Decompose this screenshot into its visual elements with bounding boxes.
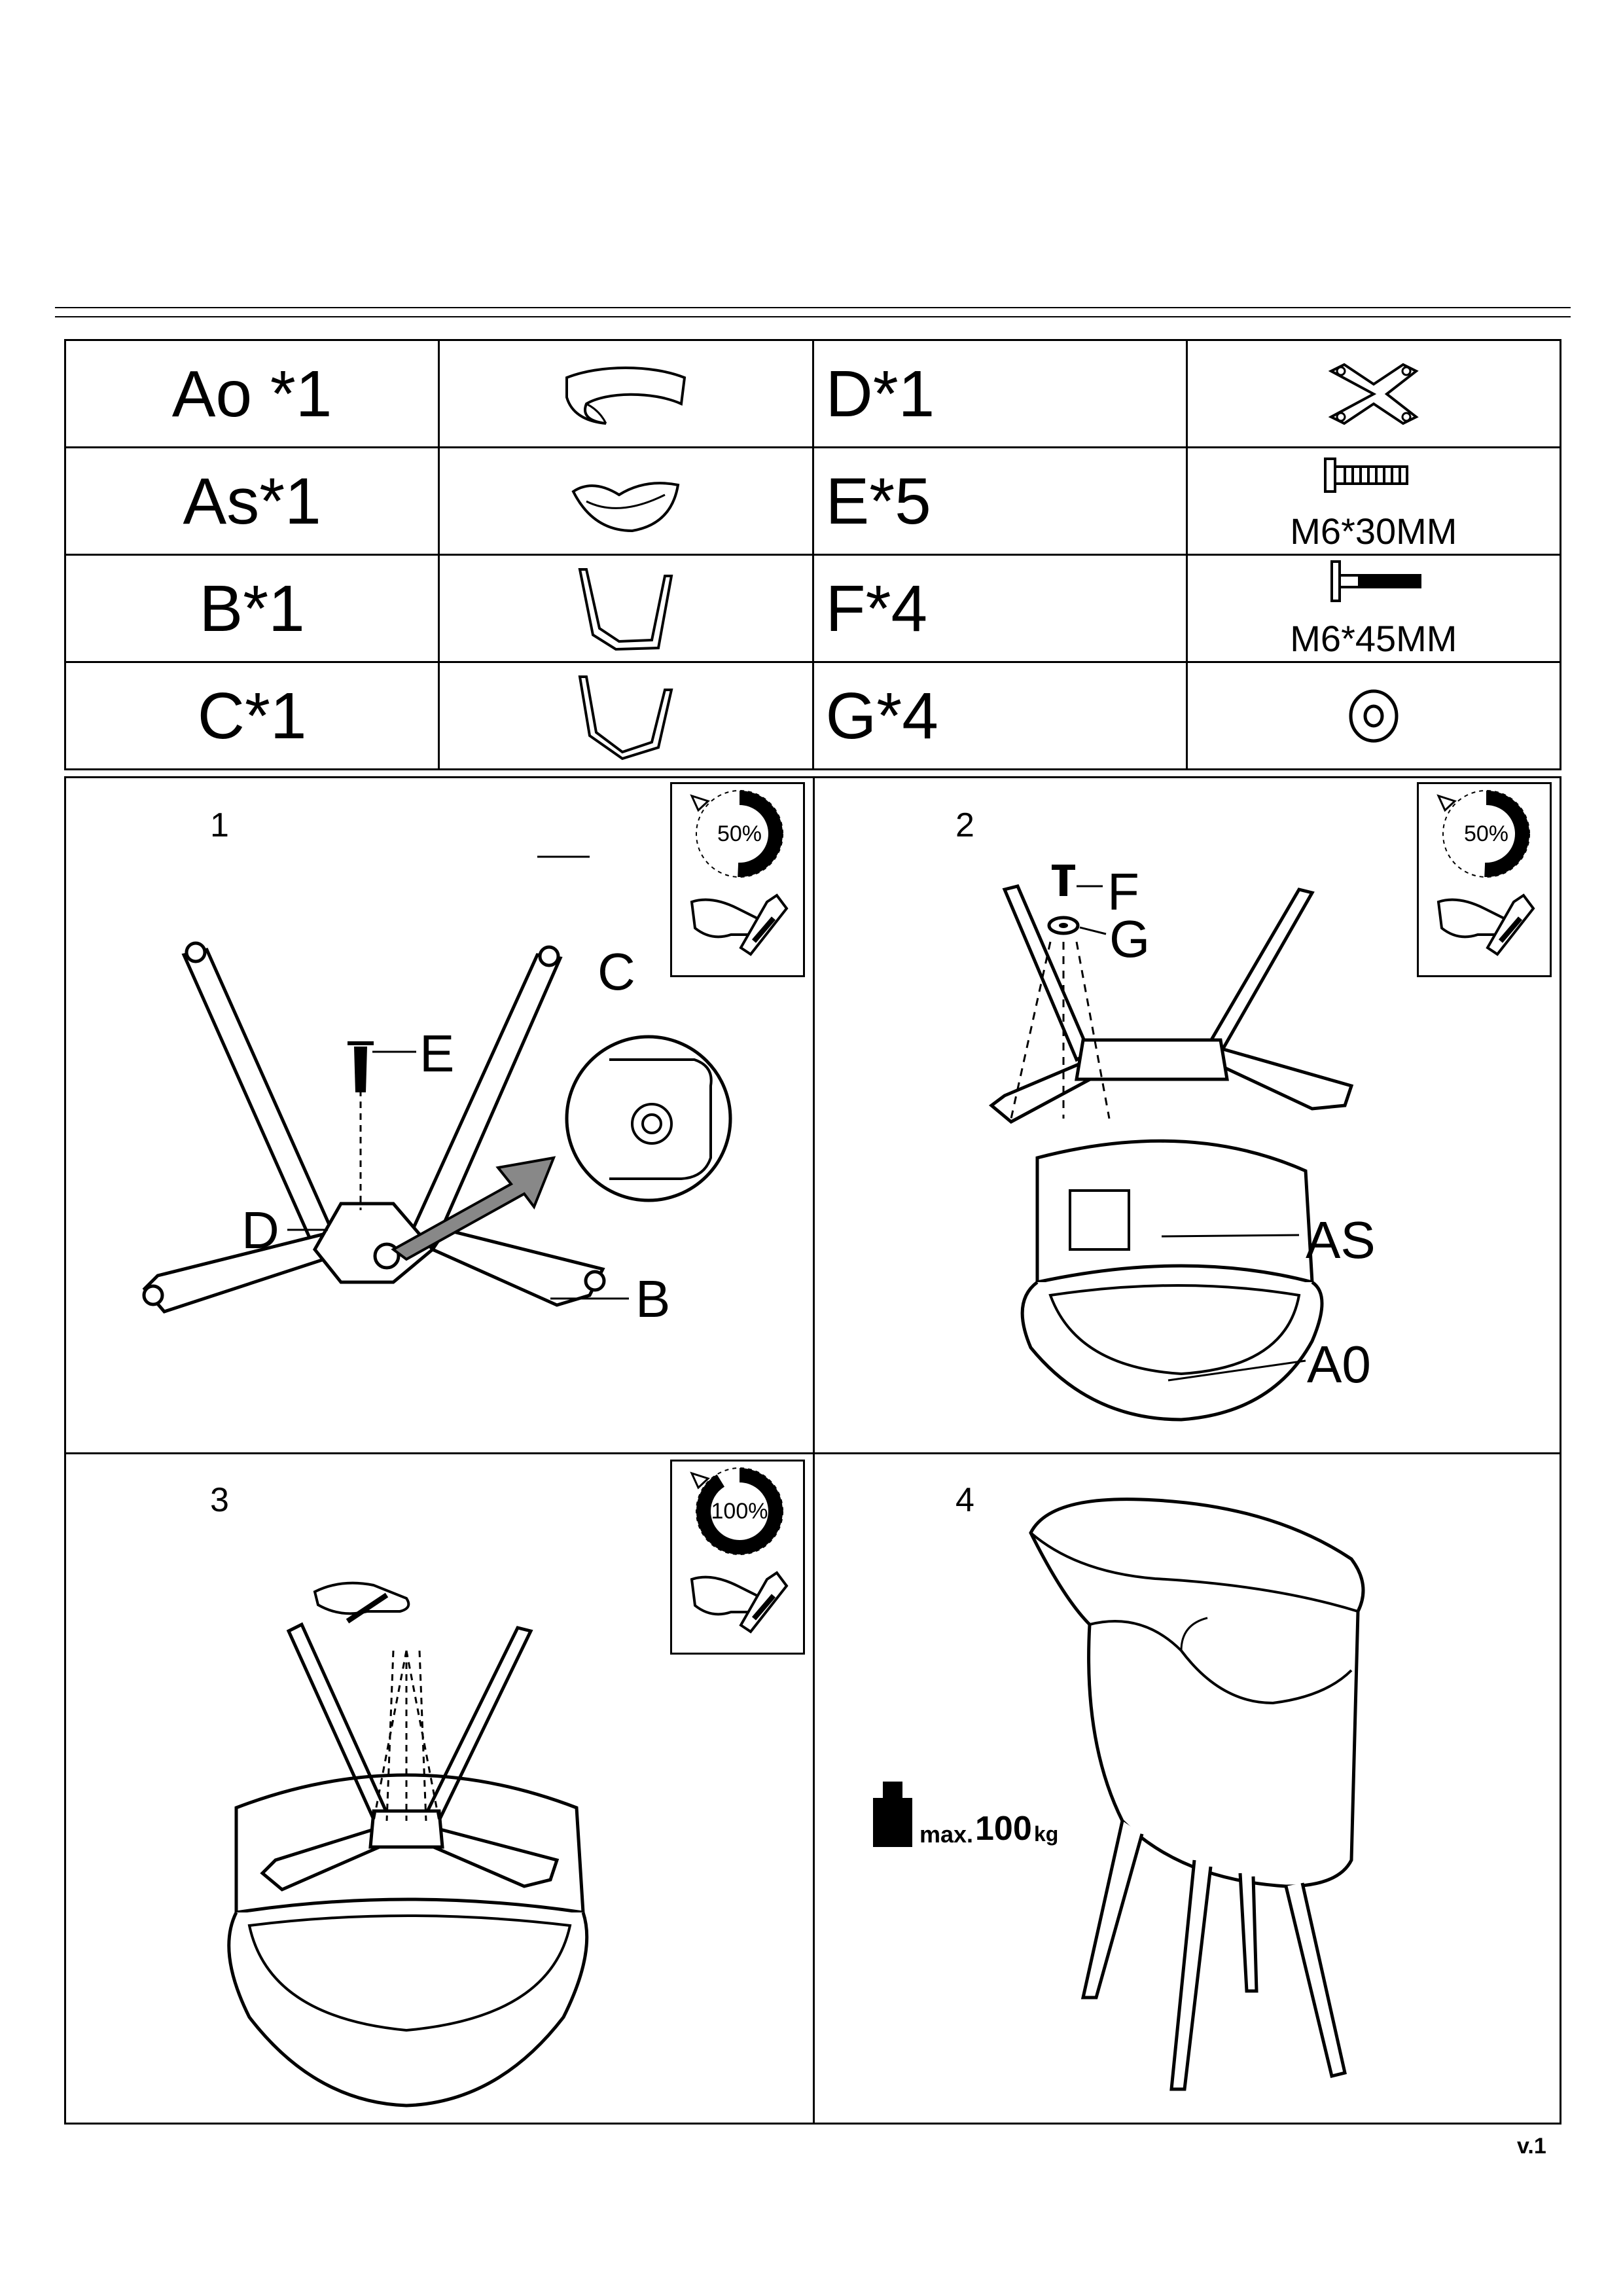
panel-divider-vertical xyxy=(813,778,815,2123)
step-number: 2 xyxy=(955,806,974,844)
step-3-tighten-illustration xyxy=(227,1581,589,2108)
callout-d: D xyxy=(241,1201,279,1259)
allen-key-hand-icon xyxy=(690,893,789,956)
part-image-cell xyxy=(1185,339,1562,448)
part-code-cell: F*4 xyxy=(812,554,1188,663)
part-spec-e: M6*30MM xyxy=(1290,511,1457,552)
leg-c-icon xyxy=(579,675,673,760)
leg-b-icon xyxy=(578,567,673,651)
max-unit: kg xyxy=(1034,1822,1059,1846)
allen-key-hand-icon xyxy=(690,1571,789,1634)
callout-g: G xyxy=(1109,910,1150,968)
backrest-icon xyxy=(565,366,687,425)
parts-row: C*1 G*4 xyxy=(63,661,1562,770)
part-code-cell: As*1 xyxy=(63,446,440,556)
tighten-percent: 50% xyxy=(717,821,762,846)
part-code-cell: Ao *1 xyxy=(63,339,440,448)
chair-assembled-illustration xyxy=(1029,1498,1365,2091)
part-image-cell xyxy=(438,661,814,770)
callout-c: C xyxy=(597,942,635,1001)
part-code-as: As*1 xyxy=(183,464,321,538)
parts-table: Ao *1 D*1 As*1 E*5 xyxy=(63,339,1562,770)
callout-a0: A0 xyxy=(1307,1335,1371,1393)
step-number: 1 xyxy=(210,806,229,844)
tighten-badge: 100% xyxy=(670,1460,805,1655)
step-1-base-illustration xyxy=(142,855,732,1314)
header-rule-bottom xyxy=(55,316,1571,317)
part-code-d: D*1 xyxy=(825,357,935,431)
step-panel-3: 3 100% xyxy=(66,1454,813,2128)
part-code-c: C*1 xyxy=(197,679,307,753)
part-code-ao: Ao *1 xyxy=(171,357,332,431)
callout-b: B xyxy=(635,1270,671,1328)
version-label: v.1 xyxy=(1517,2134,1546,2159)
part-spec-f: M6*45MM xyxy=(1290,618,1457,659)
tighten-percent: 50% xyxy=(1463,821,1509,846)
parts-row: B*1 F*4 M6*45MM xyxy=(63,554,1562,663)
part-code-f: F*4 xyxy=(825,571,928,645)
parts-row: Ao *1 D*1 xyxy=(63,339,1562,448)
part-code-g: G*4 xyxy=(825,679,938,753)
step-panel-2: 2 50% xyxy=(815,778,1561,1452)
part-code-b: B*1 xyxy=(199,571,305,645)
max-label: max. xyxy=(919,1821,974,1848)
step-number: 3 xyxy=(210,1481,229,1519)
tighten-percent: 100% xyxy=(711,1499,768,1524)
tighten-dial-icon xyxy=(690,790,783,878)
part-code-cell: G*4 xyxy=(812,661,1188,770)
cross-plate-icon xyxy=(1328,363,1419,425)
part-image-cell xyxy=(438,446,814,556)
part-image-cell xyxy=(438,554,814,663)
part-image-cell xyxy=(1185,661,1562,770)
part-image-cell xyxy=(438,339,814,448)
part-code-cell: D*1 xyxy=(812,339,1188,448)
callout-as: AS xyxy=(1306,1211,1376,1269)
allen-key-hand-icon xyxy=(1436,893,1535,956)
seat-shell-icon xyxy=(571,481,680,532)
callout-f: F xyxy=(1107,863,1139,921)
max-value: 100 xyxy=(975,1810,1032,1848)
screw-30-icon xyxy=(1323,457,1408,493)
weight-icon xyxy=(873,1782,912,1847)
part-image-cell: M6*30MM xyxy=(1185,446,1562,556)
step-panel-4: 4 max. 100 kg xyxy=(815,1454,1561,2128)
tighten-dial-icon xyxy=(690,1467,783,1555)
header-rule-top xyxy=(55,307,1571,308)
panel-divider-horizontal xyxy=(66,1452,1560,1454)
parts-row: As*1 E*5 M6*30MM xyxy=(63,446,1562,556)
step-number: 4 xyxy=(955,1481,974,1519)
tighten-dial-icon xyxy=(1436,790,1530,878)
part-code-cell: C*1 xyxy=(63,661,440,770)
part-code-cell: B*1 xyxy=(63,554,440,663)
part-image-cell: M6*45MM xyxy=(1185,554,1562,663)
tighten-badge: 50% xyxy=(670,782,805,977)
bolt-45-icon xyxy=(1330,560,1421,602)
part-code-e: E*5 xyxy=(825,464,931,538)
callout-e: E xyxy=(419,1024,455,1083)
assembly-steps: 1 50% xyxy=(64,776,1561,2125)
tighten-badge: 50% xyxy=(1417,782,1552,977)
step-2-seat-illustration xyxy=(988,865,1354,1422)
washer-icon xyxy=(1349,689,1399,742)
part-code-cell: E*5 xyxy=(812,446,1188,556)
step-panel-1: 1 50% xyxy=(66,778,813,1452)
